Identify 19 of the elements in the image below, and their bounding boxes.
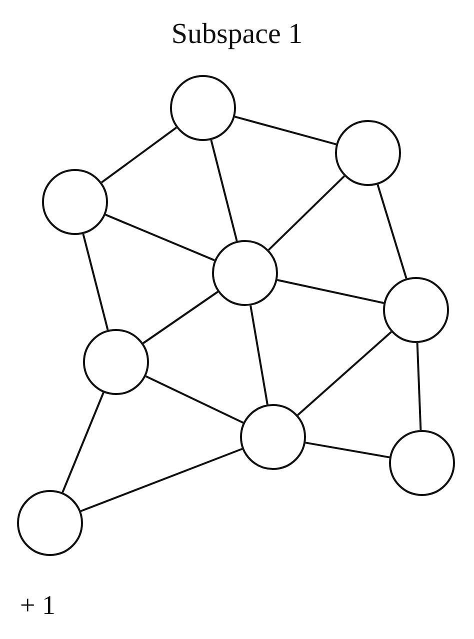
connector-line [62, 392, 104, 493]
connector-line [142, 290, 218, 344]
connector-line [268, 175, 346, 251]
connector-line [101, 126, 177, 184]
title: Subspace 1 [171, 18, 303, 50]
connector-line [305, 442, 390, 458]
connector-line [80, 448, 243, 512]
connector-line [105, 214, 215, 262]
connector-line [145, 375, 244, 424]
subspace-label: + 1 [20, 590, 56, 621]
connector-line [277, 279, 384, 304]
connector-line [82, 234, 109, 330]
connector-line [376, 184, 408, 279]
connector-line [250, 305, 268, 405]
connector-line [416, 342, 422, 430]
circle-node [212, 240, 278, 306]
connector-line [297, 331, 392, 416]
connector-line [234, 116, 336, 146]
connector-line [210, 140, 238, 242]
